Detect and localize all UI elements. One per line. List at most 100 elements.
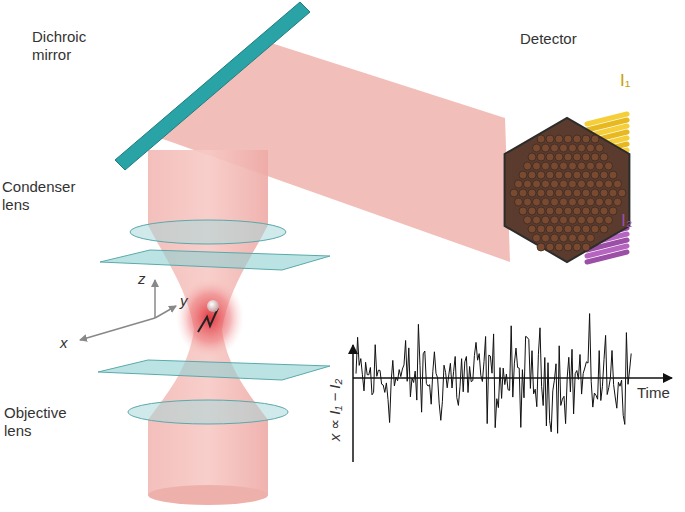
fiber-end	[578, 144, 586, 152]
fiber-end	[560, 144, 568, 152]
fiber-end	[569, 144, 577, 152]
fiber-end	[546, 135, 554, 143]
fiber-end	[533, 234, 541, 242]
fiber-end	[578, 162, 586, 170]
fiber-end	[524, 198, 532, 206]
fiber-end	[596, 198, 604, 206]
fiber-end	[542, 198, 550, 206]
fiber-end	[573, 153, 581, 161]
fiber-end	[555, 243, 563, 251]
fiber-end	[519, 207, 527, 215]
laser-beam	[148, 150, 268, 495]
condenser-lens	[130, 220, 286, 244]
fiber-end	[591, 171, 599, 179]
fiber-end	[587, 144, 595, 152]
fiber-end	[555, 171, 563, 179]
fiber-end	[573, 225, 581, 233]
fiber-end	[564, 171, 572, 179]
fiber-end	[537, 135, 545, 143]
fiber-end	[537, 225, 545, 233]
focus-glow	[176, 278, 244, 358]
fiber-end	[582, 153, 590, 161]
fiber-end	[564, 153, 572, 161]
fiber-end	[564, 225, 572, 233]
fiber-end	[524, 216, 532, 224]
fiber-end	[578, 234, 586, 242]
fiber-end	[564, 135, 572, 143]
fiber-end	[605, 198, 613, 206]
axis-label: z	[138, 270, 146, 288]
axis-label: x	[60, 334, 68, 352]
fiber-end	[609, 171, 617, 179]
fiber-end	[524, 180, 532, 188]
fiber-end	[614, 198, 622, 206]
fiber-end	[542, 216, 550, 224]
fiber-end	[587, 180, 595, 188]
fiber-end	[546, 189, 554, 197]
fiber-end	[618, 189, 626, 197]
graph-axis-label: Time	[637, 384, 670, 402]
lens-label: Objective lens	[4, 404, 84, 440]
fiber-end	[537, 189, 545, 197]
fiber-end	[515, 180, 523, 188]
fiber-end	[546, 225, 554, 233]
fiber-end	[605, 216, 613, 224]
fiber-end	[533, 144, 541, 152]
fiber-end	[591, 207, 599, 215]
glass-slide	[100, 250, 330, 270]
fiber-end	[551, 234, 559, 242]
objective-lens	[128, 400, 288, 424]
x-axis	[80, 318, 155, 340]
fiber-end	[555, 153, 563, 161]
fiber-end	[600, 225, 608, 233]
fiber-end	[578, 216, 586, 224]
fiber-end	[569, 216, 577, 224]
fiber-end	[555, 207, 563, 215]
fiber-end	[587, 198, 595, 206]
fiber-end	[542, 144, 550, 152]
fiber-end	[582, 189, 590, 197]
fiber-end	[560, 162, 568, 170]
fiber-end	[551, 144, 559, 152]
fiber-end	[582, 207, 590, 215]
fiber-end	[546, 171, 554, 179]
fiber-end	[519, 171, 527, 179]
fiber-end	[587, 216, 595, 224]
fiber-end	[614, 180, 622, 188]
fiber-end	[600, 171, 608, 179]
fiber-end	[546, 153, 554, 161]
fiber-end	[605, 162, 613, 170]
fiber-end	[528, 153, 536, 161]
fiber-end	[537, 171, 545, 179]
fiber-end	[560, 216, 568, 224]
axis-label: y	[180, 292, 188, 310]
fiber-end	[519, 189, 527, 197]
fiber-end	[542, 162, 550, 170]
fiber-end	[546, 207, 554, 215]
fiber-end	[578, 198, 586, 206]
fiber-end	[528, 171, 536, 179]
fiber-end	[542, 234, 550, 242]
fiber-end	[596, 162, 604, 170]
fiber-end	[510, 189, 518, 197]
component-label: Detector	[520, 30, 577, 48]
fiber-end	[605, 180, 613, 188]
fiber-end	[573, 207, 581, 215]
fiber-end	[573, 243, 581, 251]
fiber-end	[573, 135, 581, 143]
detector-face	[505, 118, 630, 262]
fiber-end	[542, 180, 550, 188]
fiber-end	[564, 189, 572, 197]
fiber-end	[569, 198, 577, 206]
fiber-end	[573, 171, 581, 179]
fiber-end	[551, 180, 559, 188]
fiber-end	[551, 198, 559, 206]
lens-label: Condenser lens	[2, 178, 92, 214]
fiber-end	[600, 153, 608, 161]
fiber-end	[533, 180, 541, 188]
fiber-rod	[587, 252, 627, 262]
fiber-end	[600, 207, 608, 215]
fiber-end	[569, 180, 577, 188]
fiber-end	[596, 216, 604, 224]
channel-label: I₁	[620, 72, 630, 90]
